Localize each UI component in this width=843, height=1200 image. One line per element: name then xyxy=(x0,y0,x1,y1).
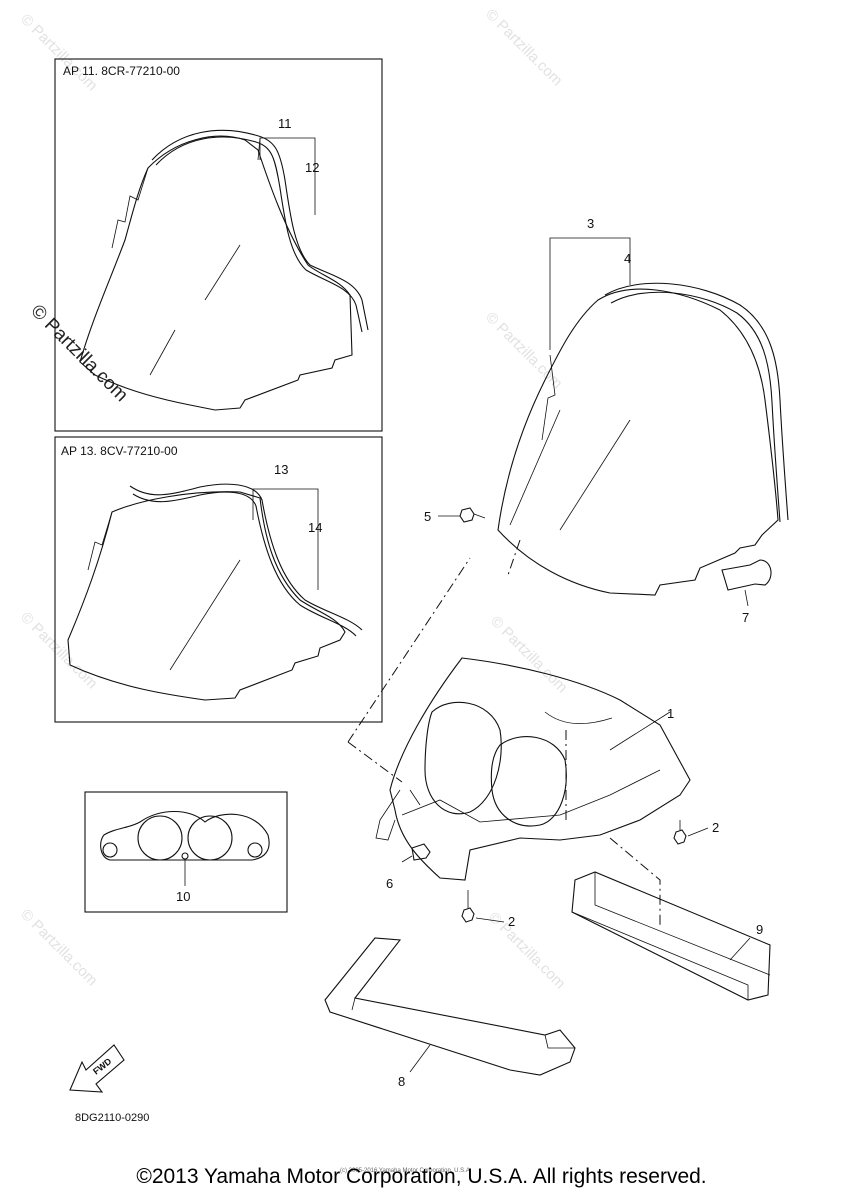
diagram-code: 8DG2110-0290 xyxy=(75,1112,149,1124)
callout-11: 11 xyxy=(278,116,292,131)
copyright-notice: ©2013 Yamaha Motor Corporation, U.S.A. A… xyxy=(136,1165,707,1188)
box-ap11-label: AP 11. 8CR-77210-00 xyxy=(63,64,180,78)
watermark: © Partzilla.com xyxy=(17,11,100,94)
callout-10: 10 xyxy=(176,889,190,904)
callout-2-bottom: 2 xyxy=(508,914,515,929)
callout-12: 12 xyxy=(305,160,319,175)
assembly-line xyxy=(347,557,471,743)
callout-6: 6 xyxy=(386,876,393,891)
callout-14: 14 xyxy=(308,520,322,535)
foam-block: 9 xyxy=(571,871,771,1001)
box-ap11: AP 11. 8CR-77210-00 11 12 xyxy=(54,58,383,432)
watermark: © Partzilla.com xyxy=(17,609,100,692)
callout-4: 4 xyxy=(624,251,631,266)
watermark: © Partzilla.com xyxy=(482,6,565,89)
assembly-line xyxy=(609,837,661,925)
assembly-line xyxy=(507,539,521,576)
meter-panel-box: 10 xyxy=(84,791,288,913)
watermark: © Partzilla.com xyxy=(17,906,100,989)
box-ap13: AP 13. 8CV-77210-00 13 14 xyxy=(54,436,383,723)
watermark: © Partzilla.com xyxy=(487,613,570,696)
callout-13: 13 xyxy=(274,462,288,477)
hood-cowl: 1 2 2 6 xyxy=(375,657,719,929)
seal-strip: 8 xyxy=(324,937,576,1089)
callout-8: 8 xyxy=(398,1074,405,1089)
callout-2-right: 2 xyxy=(712,820,719,835)
callout-5: 5 xyxy=(424,509,431,524)
fwd-label: FWD xyxy=(91,1056,114,1077)
small-credit: (c) 2005-2016 Yamaha Motor Corporation, … xyxy=(340,1168,472,1174)
callout-9: 9 xyxy=(756,922,763,937)
fwd-arrow-icon: FWD xyxy=(69,1044,125,1093)
callout-3: 3 xyxy=(587,216,594,231)
watermark-dark: © Partzilla.com xyxy=(26,301,131,406)
box-ap13-label: AP 13. 8CV-77210-00 xyxy=(61,444,178,458)
windshield-assy: 3 4 5 7 xyxy=(424,216,789,625)
callout-1: 1 xyxy=(667,706,674,721)
callout-7: 7 xyxy=(742,610,749,625)
